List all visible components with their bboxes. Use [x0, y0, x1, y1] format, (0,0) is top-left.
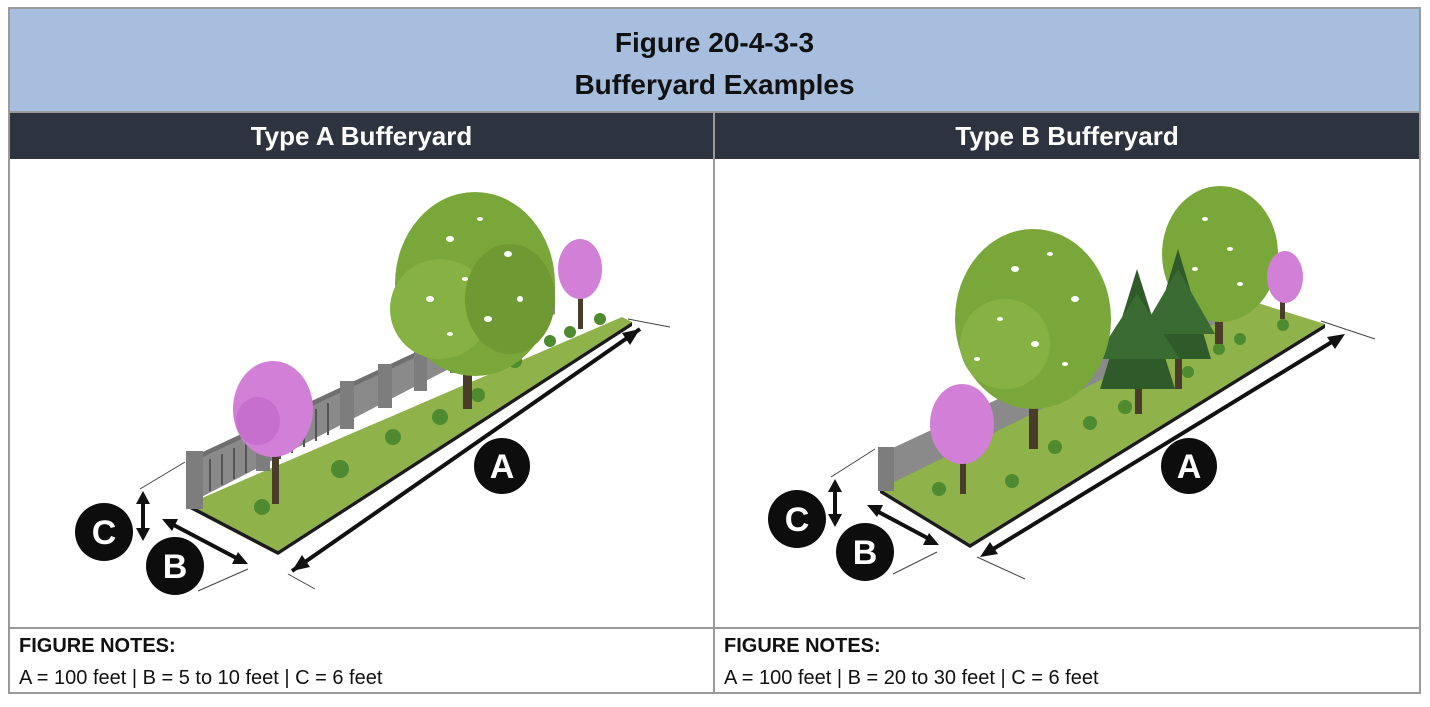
notes-heading: FIGURE NOTES:: [19, 635, 176, 658]
type-b-illustration: A C B: [715, 159, 1419, 627]
type-b-notes: FIGURE NOTES: A = 100 feet | B = 20 to 3…: [715, 627, 1419, 694]
notes-text: A = 100 feet | B = 5 to 10 feet | C = 6 …: [19, 667, 382, 690]
label-b: B: [163, 548, 188, 586]
figure-number: Figure 20-4-3-3: [10, 27, 1419, 59]
dimension-arrow-icon: [136, 491, 150, 541]
label-a: A: [490, 448, 515, 486]
type-a-drawing: A C B: [10, 159, 713, 627]
label-c: C: [92, 514, 117, 552]
type-a-illustration: A C B: [10, 159, 715, 627]
type-b-drawing: A C B: [715, 159, 1417, 627]
type-a-heading: Type A Bufferyard: [10, 113, 715, 159]
notes-text: A = 100 feet | B = 20 to 30 feet | C = 6…: [724, 667, 1099, 690]
figure-title-band: Figure 20-4-3-3 Bufferyard Examples: [10, 9, 1419, 113]
label-a: A: [1177, 448, 1202, 486]
figure-frame: Figure 20-4-3-3 Bufferyard Examples Type…: [8, 7, 1421, 694]
dimension-arrow-icon: [828, 479, 842, 527]
type-a-notes: FIGURE NOTES: A = 100 feet | B = 5 to 10…: [10, 627, 715, 694]
type-b-heading: Type B Bufferyard: [715, 113, 1419, 159]
notes-heading: FIGURE NOTES:: [724, 635, 881, 658]
figure-title: Bufferyard Examples: [10, 69, 1419, 101]
label-c: C: [785, 501, 810, 539]
label-b: B: [853, 534, 878, 572]
